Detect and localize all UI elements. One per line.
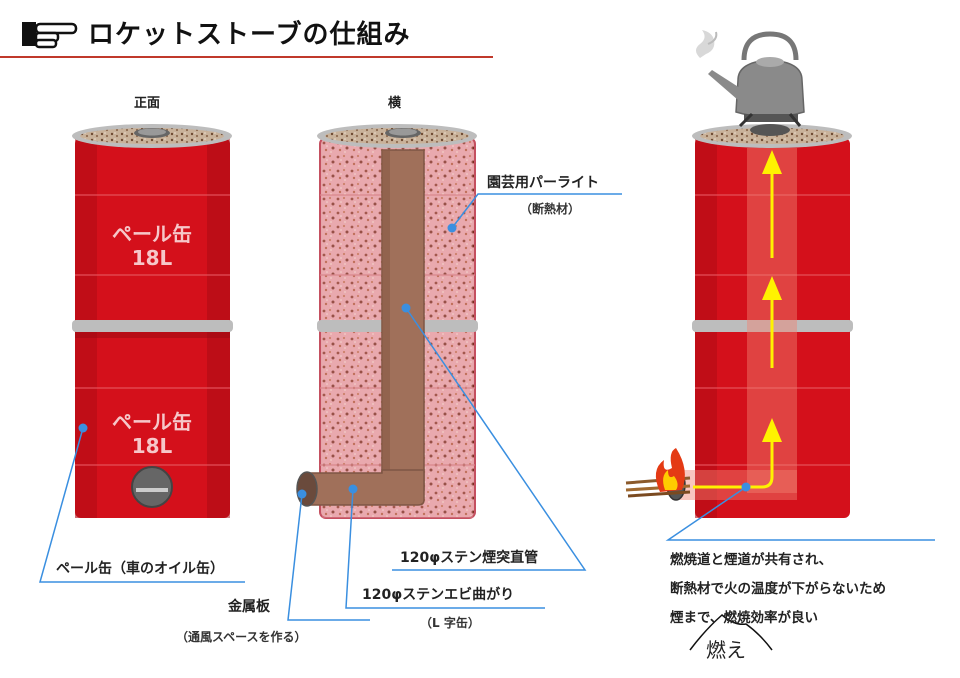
- explanation-line1: 燃焼道と煙道が共有され、: [670, 552, 833, 568]
- flow-arrows: [693, 168, 774, 489]
- side-can: [296, 124, 478, 519]
- right-can: [625, 124, 853, 518]
- front-upper-can-label: ペール缶 18L: [112, 222, 192, 270]
- explanation-line3: 煙まで、燃焼効率が良い: [670, 610, 818, 626]
- explanation-line2: 断熱材で火の温度が下がらないため: [670, 581, 886, 597]
- callout-elbow: 120φステンエビ曲がり: [362, 587, 515, 603]
- side-view-label: 横: [388, 96, 402, 111]
- leader-lines: [39, 193, 935, 621]
- handwriting-mound: [689, 614, 773, 651]
- flame-icon: [655, 448, 685, 492]
- front-lower-can-label: ペール缶 18L: [112, 410, 192, 458]
- can-label-line1: ペール缶: [112, 222, 192, 246]
- callout-metal-plate-sub: （通風スペースを作る）: [176, 630, 307, 644]
- callout-perlite: 園芸用パーライト: [487, 175, 599, 191]
- can-label-line2: 18L: [131, 434, 173, 458]
- callout-chimney: 120φステン煙突直管: [400, 550, 539, 566]
- kettle-icon: [708, 31, 805, 128]
- callout-pail-can: ペール缶（車のオイル缶）: [56, 561, 224, 577]
- handwriting-note: 燃え: [706, 638, 746, 662]
- callout-metal-plate: 金属板: [228, 599, 270, 615]
- steam-icon: [696, 30, 718, 58]
- callout-perlite-sub: （断熱材）: [520, 202, 581, 216]
- can-label-line1: ペール缶: [112, 410, 192, 434]
- page-title: ロケットストーブの仕組み: [88, 20, 411, 50]
- can-label-line2: 18L: [131, 246, 173, 270]
- pointing-hand-icon: [22, 22, 78, 49]
- arrow-heads: [762, 150, 782, 442]
- leader-dots: [78, 223, 751, 499]
- callout-elbow-sub: （L 字缶）: [420, 616, 480, 630]
- front-view-label: 正面: [134, 96, 161, 111]
- front-can: [72, 124, 233, 518]
